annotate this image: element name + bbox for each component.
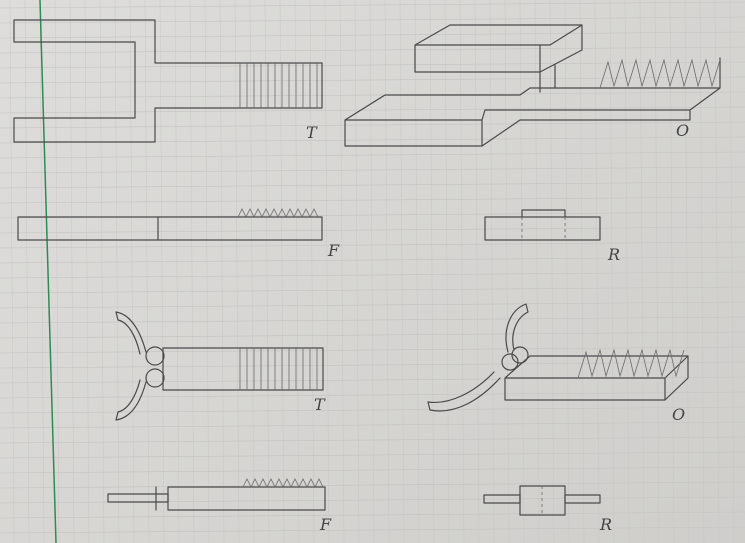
grid-line [339,0,345,543]
label-f-2: F [319,515,332,534]
grid-line [264,0,270,543]
grid-line [0,106,745,114]
grid-line [279,0,285,543]
clip-right-view: R [483,485,612,534]
grid-line [399,0,405,543]
grid-line [354,0,360,543]
grid-line [0,241,745,249]
grid-line [0,511,745,519]
grid-line [24,0,30,543]
grid-line [564,0,570,543]
grid-line [114,0,120,543]
grid-line [324,0,330,543]
grid-line [534,0,540,543]
grid-line [0,256,745,264]
grid-line [0,466,745,474]
grid-line [249,0,255,543]
fork-top-view: T [13,19,323,143]
grid-line [369,0,375,543]
grid-line [0,286,745,294]
grid-line [0,61,745,69]
fork-oblique-view: O [344,24,721,147]
grid-line [0,451,745,459]
grid-line [144,0,150,543]
grid-line [684,0,690,543]
label-r-2: R [599,515,612,534]
grid-line [189,0,195,543]
grid-line [504,0,510,543]
grid-line [699,0,705,543]
grid-line [0,16,745,24]
grid-line [654,0,660,543]
grid-line [609,0,615,543]
grid-line [0,151,745,159]
label-t-2: T [314,395,326,414]
grid-line [549,0,555,543]
grid-line [234,0,240,543]
grid-line [489,0,495,543]
grid-line [0,436,745,444]
grid-line [0,1,745,9]
label-o-2: O [672,405,685,424]
grid-line [0,31,745,39]
grid-line [639,0,645,543]
grid-line [519,0,525,543]
grid-line [0,421,745,429]
clip-front-view: F [107,478,332,534]
fork-front-view: F [17,208,340,260]
label-f-1: F [327,241,340,260]
grid-line [174,0,180,543]
grid-line [0,196,745,204]
grid-line [624,0,630,543]
grid-line [444,0,450,543]
grid-line [669,0,675,543]
label-r-1: R [607,245,620,264]
grid-line [39,0,45,543]
grid-line [0,481,745,489]
grid-line [0,391,745,399]
grid-line [84,0,90,543]
grid-line [0,166,745,174]
grid-line [129,0,135,543]
grid-line [714,0,720,543]
clip-oblique-view: O [427,303,689,424]
grid-line [159,0,165,543]
grid-line [594,0,600,543]
grid-line [474,0,480,543]
grid-line [0,76,745,84]
grid-line [9,0,15,543]
grid-line [0,526,745,534]
label-o-1: O [676,121,689,140]
grid-line [579,0,585,543]
grid-line [0,406,745,414]
grid-line [729,0,735,543]
clip-top-view: T [115,311,326,421]
margin-line [39,0,57,543]
grid-line [0,121,745,129]
grid-line [0,46,745,54]
fork-right-view: R [484,209,620,264]
grid-line [219,0,225,543]
grid-line [0,226,745,234]
grid-line [0,91,745,99]
grid-line [384,0,390,543]
grid-line [459,0,465,543]
grid-line [204,0,210,543]
grid-line [54,0,60,543]
grid-line [414,0,420,543]
grid-line [429,0,435,543]
label-t-1: T [306,123,318,142]
grid-line [99,0,105,543]
grid-line [0,271,745,279]
grid-line [309,0,315,543]
grid-line [0,301,745,309]
grid-line [69,0,75,543]
grid-line [0,181,745,189]
